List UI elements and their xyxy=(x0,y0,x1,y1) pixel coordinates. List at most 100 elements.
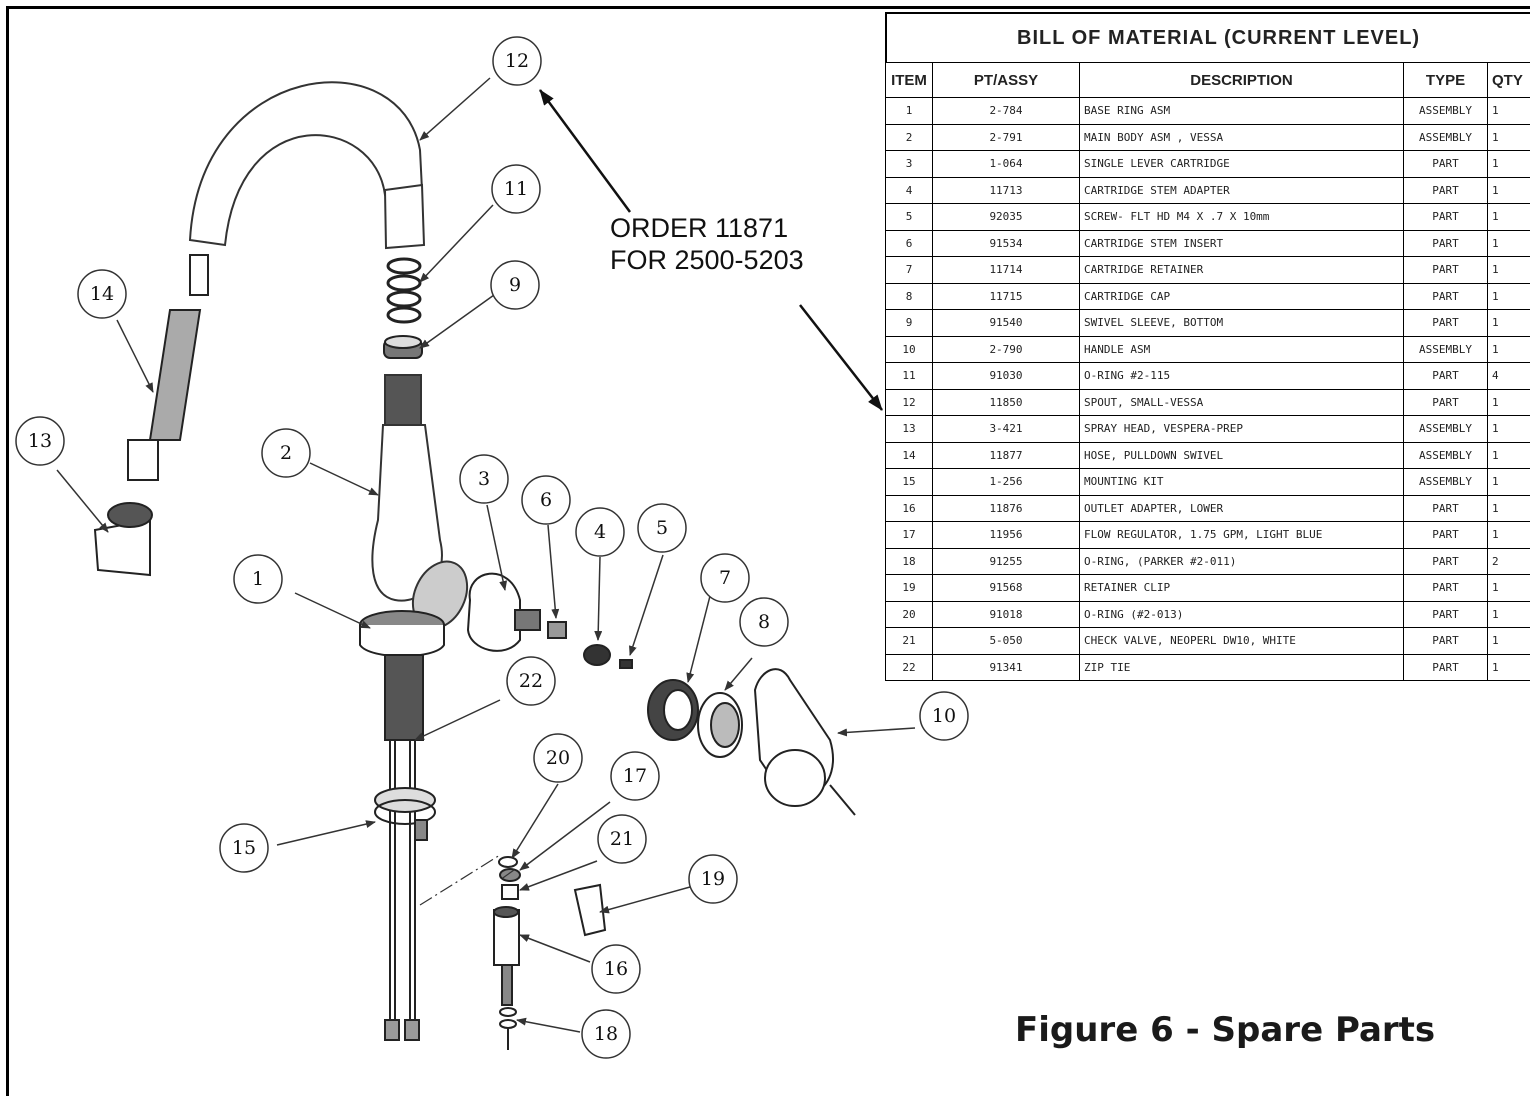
bom-cell-type: PART xyxy=(1404,204,1488,231)
callout-label: 18 xyxy=(594,1023,618,1045)
callout-label: 10 xyxy=(932,705,956,727)
callout-15: 15 xyxy=(220,824,268,872)
bom-cell-qty: 1 xyxy=(1488,177,1530,204)
bom-cell-item: 9 xyxy=(886,310,933,337)
callout-label: 13 xyxy=(28,430,52,452)
callout-label: 8 xyxy=(758,611,770,633)
bom-cell-pt: 2-791 xyxy=(933,124,1080,151)
bom-header-pt: PT/ASSY xyxy=(933,63,1080,98)
bom-cell-item: 11 xyxy=(886,363,933,390)
callout-21: 21 xyxy=(598,815,646,863)
bom-cell-desc: ZIP TIE xyxy=(1080,654,1404,681)
base-ring-part xyxy=(360,611,444,656)
callout-3: 3 xyxy=(460,455,508,503)
stem-parts xyxy=(548,622,632,668)
bom-cell-item: 5 xyxy=(886,204,933,231)
bom-cell-pt: 91341 xyxy=(933,654,1080,681)
bom-cell-pt: 5-050 xyxy=(933,628,1080,655)
bom-cell-item: 20 xyxy=(886,601,933,628)
bom-cell-qty: 1 xyxy=(1488,601,1530,628)
callout-6: 6 xyxy=(522,476,570,524)
bom-cell-desc: MOUNTING KIT xyxy=(1080,469,1404,496)
bom-cell-desc: CARTRIDGE STEM ADAPTER xyxy=(1080,177,1404,204)
bom-cell-type: ASSEMBLY xyxy=(1404,416,1488,443)
callout-label: 3 xyxy=(478,468,490,490)
bom-cell-qty: 1 xyxy=(1488,283,1530,310)
bom-cell-type: PART xyxy=(1404,654,1488,681)
bom-cell-type: PART xyxy=(1404,628,1488,655)
bom-cell-desc: O-RING, (PARKER #2-011) xyxy=(1080,548,1404,575)
bom-cell-qty: 1 xyxy=(1488,389,1530,416)
callout-label: 7 xyxy=(719,567,731,589)
bom-cell-desc: MAIN BODY ASM , VESSA xyxy=(1080,124,1404,151)
bom-cell-desc: CHECK VALVE, NEOPERL DW10, WHITE xyxy=(1080,628,1404,655)
bom-cell-desc: FLOW REGULATOR, 1.75 GPM, LIGHT BLUE xyxy=(1080,522,1404,549)
bom-cell-item: 1 xyxy=(886,98,933,125)
bom-cell-item: 18 xyxy=(886,548,933,575)
bom-cell-desc: SWIVEL SLEEVE, BOTTOM xyxy=(1080,310,1404,337)
callout-label: 2 xyxy=(280,442,292,464)
bom-cell-type: PART xyxy=(1404,522,1488,549)
bom-cell-qty: 1 xyxy=(1488,575,1530,602)
callout-18: 18 xyxy=(582,1010,630,1058)
bom-cell-desc: SCREW- FLT HD M4 X .7 X 10mm xyxy=(1080,204,1404,231)
bom-cell-item: 19 xyxy=(886,575,933,602)
bom-cell-item: 3 xyxy=(886,151,933,178)
bom-cell-qty: 1 xyxy=(1488,204,1530,231)
bom-cell-pt: 1-064 xyxy=(933,151,1080,178)
bom-cell-type: PART xyxy=(1404,363,1488,390)
bom-cell-item: 15 xyxy=(886,469,933,496)
bom-cell-type: PART xyxy=(1404,310,1488,337)
callout-17: 17 xyxy=(611,752,659,800)
bill-of-material-table: BILL OF MATERIAL (CURRENT LEVEL) ITEM PT… xyxy=(885,12,1530,681)
bom-cell-desc: CARTRIDGE RETAINER xyxy=(1080,257,1404,284)
callout-label: 4 xyxy=(594,521,606,543)
retainer-and-cap xyxy=(648,680,742,757)
bom-cell-pt: 11850 xyxy=(933,389,1080,416)
bom-header-desc: DESCRIPTION xyxy=(1080,63,1404,98)
bom-header-row: ITEM PT/ASSY DESCRIPTION TYPE QTY xyxy=(886,63,1530,98)
bom-cell-qty: 1 xyxy=(1488,416,1530,443)
callout-1: 1 xyxy=(234,555,282,603)
bom-cell-type: PART xyxy=(1404,151,1488,178)
callout-13: 13 xyxy=(16,417,64,465)
bom-cell-pt: 11876 xyxy=(933,495,1080,522)
bom-cell-type: PART xyxy=(1404,230,1488,257)
bom-cell-desc: CARTRIDGE STEM INSERT xyxy=(1080,230,1404,257)
bom-cell-item: 7 xyxy=(886,257,933,284)
bom-cell-pt: 92035 xyxy=(933,204,1080,231)
bom-cell-type: PART xyxy=(1404,283,1488,310)
callout-12: 12 xyxy=(493,37,541,85)
callout-label: 9 xyxy=(509,274,521,296)
bom-cell-qty: 2 xyxy=(1488,548,1530,575)
callout-4: 4 xyxy=(576,508,624,556)
bom-cell-item: 14 xyxy=(886,442,933,469)
callout-20: 20 xyxy=(534,734,582,782)
bom-cell-type: PART xyxy=(1404,575,1488,602)
bom-cell-type: ASSEMBLY xyxy=(1404,442,1488,469)
bom-cell-item: 10 xyxy=(886,336,933,363)
bom-cell-item: 17 xyxy=(886,522,933,549)
callout-14: 14 xyxy=(78,270,126,318)
bom-cell-desc: O-RING (#2-013) xyxy=(1080,601,1404,628)
callout-label: 17 xyxy=(623,765,647,787)
bom-cell-qty: 1 xyxy=(1488,442,1530,469)
bom-cell-item: 12 xyxy=(886,389,933,416)
bom-cell-type: PART xyxy=(1404,177,1488,204)
bom-cell-pt: 11713 xyxy=(933,177,1080,204)
